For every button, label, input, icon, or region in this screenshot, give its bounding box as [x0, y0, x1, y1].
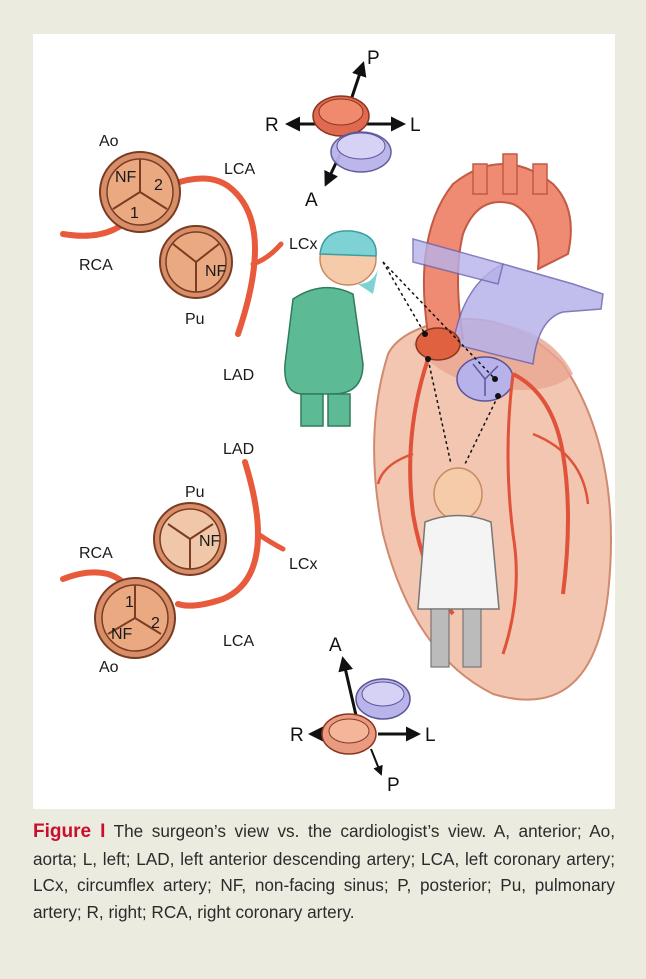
top-compass-a: A [305, 190, 318, 211]
figure-illustration: Ao NF 2 1 LCA RCA LCx NF Pu LAD P R L A [33, 34, 615, 809]
bottom-compass-l: L [425, 725, 436, 746]
figure-caption: Figure I The surgeon’s view vs. the card… [33, 818, 615, 925]
label-lcx-bottom: LCx [289, 556, 317, 573]
label-sinus-2: 2 [154, 177, 163, 194]
caption-label: Figure I [33, 821, 105, 842]
top-compass-r: R [265, 115, 279, 136]
label-nf-ao: NF [115, 169, 137, 186]
bottom-compass-a: A [329, 635, 342, 656]
figure-panel: Ao NF 2 1 LCA RCA LCx NF Pu LAD P R L A [33, 34, 615, 809]
bottom-compass-p: P [387, 775, 400, 796]
bottom-compass: A R L P [290, 635, 436, 796]
label-rca: RCA [79, 257, 113, 274]
label-nf-ao-bottom: NF [111, 626, 133, 643]
surgeon-figure [285, 231, 378, 426]
label-lca: LCA [224, 161, 255, 178]
label-nf-pu-bottom: NF [199, 533, 221, 550]
label-rca-bottom: RCA [79, 545, 113, 562]
label-lad: LAD [223, 367, 254, 384]
label-lca-bottom: LCA [223, 633, 254, 650]
surgeon-valve-diagram: Ao NF 2 1 LCA RCA LCx NF Pu LAD [63, 133, 317, 384]
label-sinus-1: 1 [130, 205, 139, 222]
pulmonary-valve-top [160, 226, 232, 298]
label-sinus-1-bottom: 1 [125, 594, 134, 611]
label-sinus-2-bottom: 2 [151, 615, 160, 632]
top-compass-p: P [367, 48, 380, 69]
label-nf-pu: NF [205, 263, 227, 280]
top-compass: P R L A [265, 48, 421, 211]
label-lad-bottom: LAD [223, 441, 254, 458]
bottom-compass-r: R [290, 725, 304, 746]
label-ao-bottom: Ao [99, 659, 119, 676]
caption-text: The surgeon’s view vs. the cardiologist’… [33, 821, 615, 922]
label-pu: Pu [185, 311, 205, 328]
cardiologist-valve-diagram: LAD Pu NF RCA LCx 1 2 NF LCA Ao [63, 441, 317, 676]
pulmonary-trunk [453, 264, 603, 364]
aortic-valve-bottom [95, 578, 175, 658]
label-ao: Ao [99, 133, 119, 150]
lad-vessel-bottom [245, 462, 258, 534]
label-pu-bottom: Pu [185, 484, 205, 501]
aortic-valve-top [100, 152, 180, 232]
top-compass-l: L [410, 115, 421, 136]
heart-illustration [374, 154, 611, 700]
label-lcx: LCx [289, 236, 317, 253]
